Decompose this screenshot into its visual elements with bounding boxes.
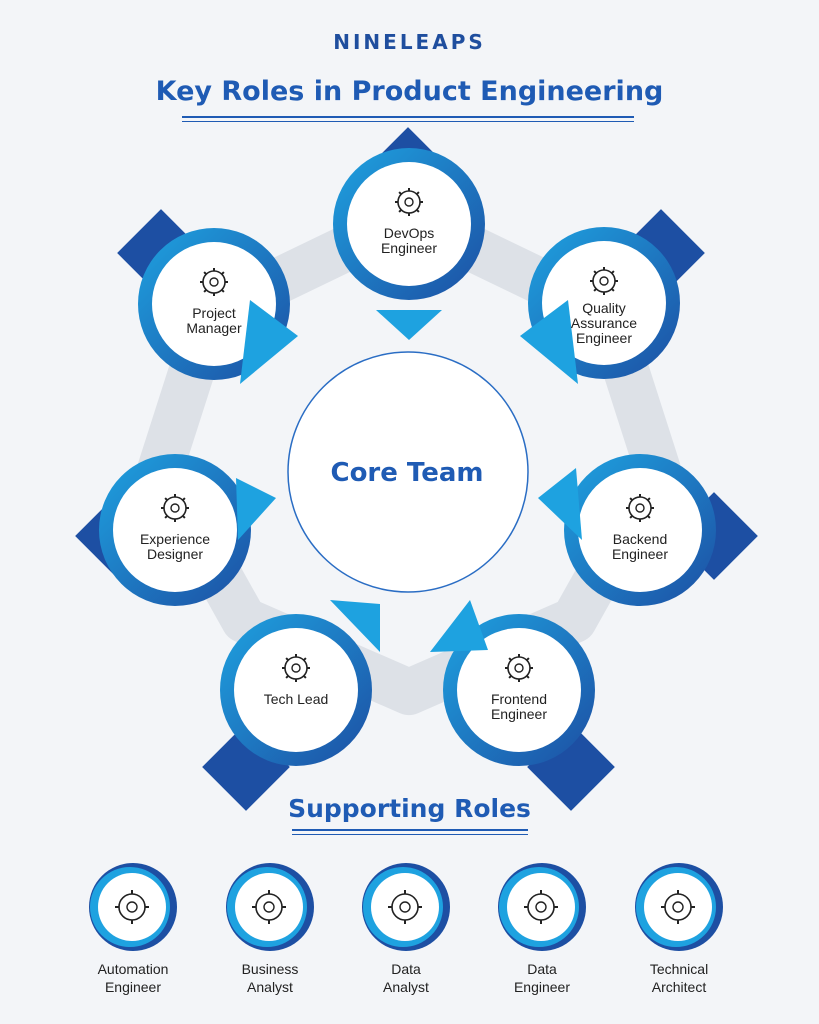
- role-node-0: [333, 127, 485, 340]
- flowchart-window-icon: [505, 654, 533, 682]
- role-disc-6: [152, 242, 276, 366]
- role-node-5: [75, 454, 276, 606]
- magnifier-chart-icon: [388, 890, 422, 924]
- engineer-server-icon: [524, 890, 558, 924]
- role-node-6: [117, 209, 298, 384]
- role-arrow-6: [240, 300, 298, 384]
- user-arrows-icon: [161, 494, 189, 522]
- monitor-gear-icon: [661, 890, 695, 924]
- analyst-laptop-icon: [252, 890, 286, 924]
- page-title: Key Roles in Product Engineering: [155, 76, 664, 107]
- title-underline-thin: [182, 121, 634, 122]
- role-disc-5: [113, 468, 237, 592]
- supporting-roles-title: Supporting Roles: [288, 794, 531, 823]
- role-arrow-2: [538, 468, 582, 540]
- supporting-role-1: [225, 862, 315, 952]
- supporting-underline: [292, 829, 528, 831]
- supporting-role-4: [634, 862, 724, 952]
- role-disc-0: [347, 162, 471, 286]
- role-arrow-0: [376, 310, 442, 340]
- role-node-2: [538, 454, 758, 606]
- role-arrow-4: [330, 600, 380, 652]
- supporting-role-3: [497, 862, 587, 952]
- role-disc-1: [542, 241, 666, 365]
- brand-logo: NINELEAPS: [333, 30, 486, 54]
- gears-cycle-icon: [395, 188, 423, 216]
- role-label-4: Tech Lead: [263, 691, 329, 707]
- manager-gear-icon: [200, 268, 228, 296]
- bulb-gear-icon: [282, 654, 310, 682]
- code-monitor-icon: [626, 494, 654, 522]
- role-disc-3: [457, 628, 581, 752]
- role-arrow-3: [430, 600, 488, 652]
- role-node-4: [202, 600, 380, 811]
- title-underline: [182, 116, 634, 118]
- supporting-role-0: [88, 862, 178, 952]
- role-disc-4: [234, 628, 358, 752]
- role-node-3: [430, 600, 615, 811]
- robot-arm-gear-icon: [115, 890, 149, 924]
- supporting-underline-thin: [292, 834, 528, 835]
- supporting-role-2: [361, 862, 451, 952]
- role-node-1: [520, 209, 705, 384]
- role-arrow-1: [520, 300, 578, 384]
- award-hand-icon: [590, 267, 618, 295]
- role-disc-2: [578, 468, 702, 592]
- core-circle: [287, 351, 529, 593]
- core-team-label: Core Team: [330, 458, 484, 488]
- role-arrow-5: [236, 478, 276, 540]
